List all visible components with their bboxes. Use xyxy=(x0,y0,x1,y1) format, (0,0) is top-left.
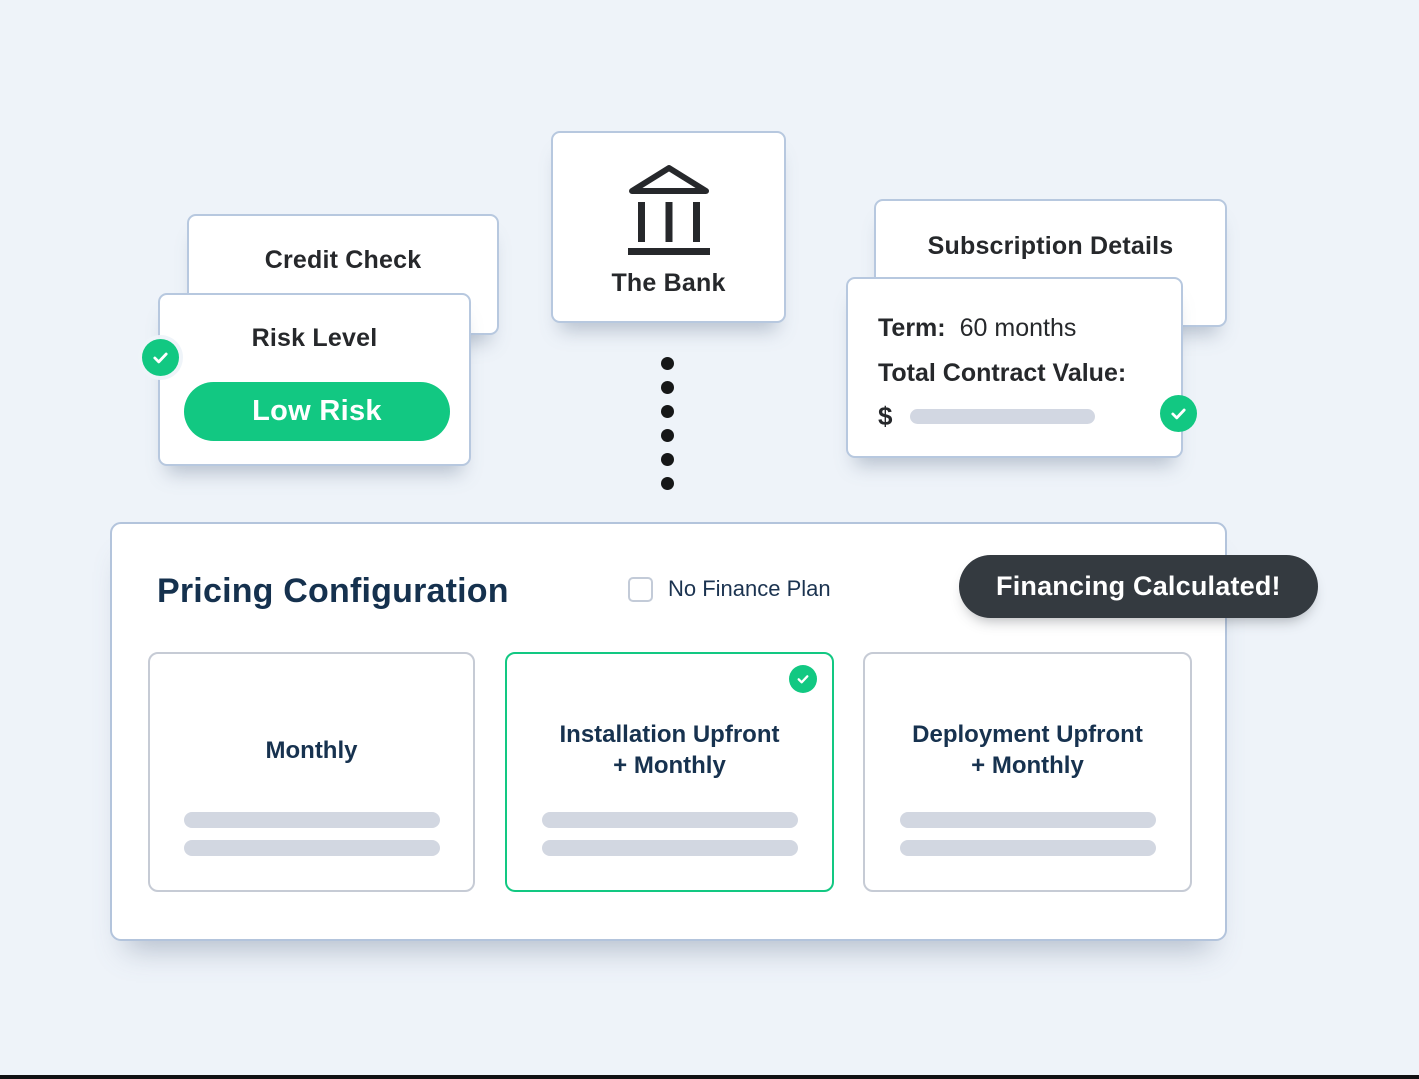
plan-title: Installation Upfront + Monthly xyxy=(559,721,780,779)
connector-dot xyxy=(661,381,674,394)
check-icon xyxy=(142,339,179,376)
bank-title: The Bank xyxy=(611,269,726,297)
no-finance-plan-checkbox[interactable] xyxy=(628,576,653,602)
plan-placeholder-bar xyxy=(541,812,798,828)
plan-placeholder-bar xyxy=(183,812,440,828)
plan-card-monthly[interactable]: Monthly xyxy=(148,652,475,892)
plan-title: Deployment Upfront + Monthly xyxy=(912,721,1143,779)
pricing-panel-title: Pricing Configuration xyxy=(157,572,509,610)
subscription-details-title: Subscription Details xyxy=(927,232,1174,260)
financing-status-badge: Financing Calculated! xyxy=(959,555,1318,618)
pricing-configuration-panel: Pricing Configuration No Finance Plan Fi… xyxy=(110,522,1318,941)
value-placeholder-bar xyxy=(910,409,1096,424)
no-finance-plan-checkbox-row[interactable]: No Finance Plan xyxy=(628,576,831,602)
currency-symbol: $ xyxy=(878,401,893,431)
plan-card-installation-upfront-monthly[interactable]: Installation Upfront + Monthly xyxy=(505,652,834,892)
risk-level-badge: Low Risk xyxy=(184,382,450,441)
risk-level-title: Risk Level xyxy=(251,324,378,352)
plan-placeholder-bar xyxy=(899,840,1156,856)
plan-placeholder-bar xyxy=(541,840,798,856)
plan-card-deployment-upfront-monthly[interactable]: Deployment Upfront + Monthly xyxy=(863,652,1192,892)
bottom-edge-strip xyxy=(0,1075,1419,1079)
connector-dot xyxy=(661,453,674,466)
check-icon xyxy=(1160,395,1197,432)
selected-check-icon xyxy=(789,665,817,693)
term-label: Term: xyxy=(878,314,946,342)
connector-dot xyxy=(661,357,674,370)
plan-placeholder-bar xyxy=(899,812,1156,828)
contract-value-row: $ xyxy=(878,401,1096,432)
bank-icon xyxy=(627,165,710,255)
term-card: Term: 60 months Total Contract Value: $ xyxy=(846,277,1197,458)
no-finance-plan-label: No Finance Plan xyxy=(668,576,831,601)
bank-card: The Bank xyxy=(551,131,786,323)
credit-check-title: Credit Check xyxy=(264,246,422,274)
risk-level-card: Risk Level Low Risk xyxy=(142,293,471,466)
connector-dotted-line xyxy=(661,357,674,490)
plan-title: Monthly xyxy=(265,736,358,764)
term-row: Term: 60 months xyxy=(878,314,1076,343)
plan-placeholder-bar xyxy=(183,840,440,856)
connector-dot xyxy=(661,429,674,442)
total-contract-value-label: Total Contract Value: xyxy=(878,359,1127,387)
connector-dot xyxy=(661,477,674,490)
term-value: 60 months xyxy=(959,314,1077,342)
connector-dot xyxy=(661,405,674,418)
